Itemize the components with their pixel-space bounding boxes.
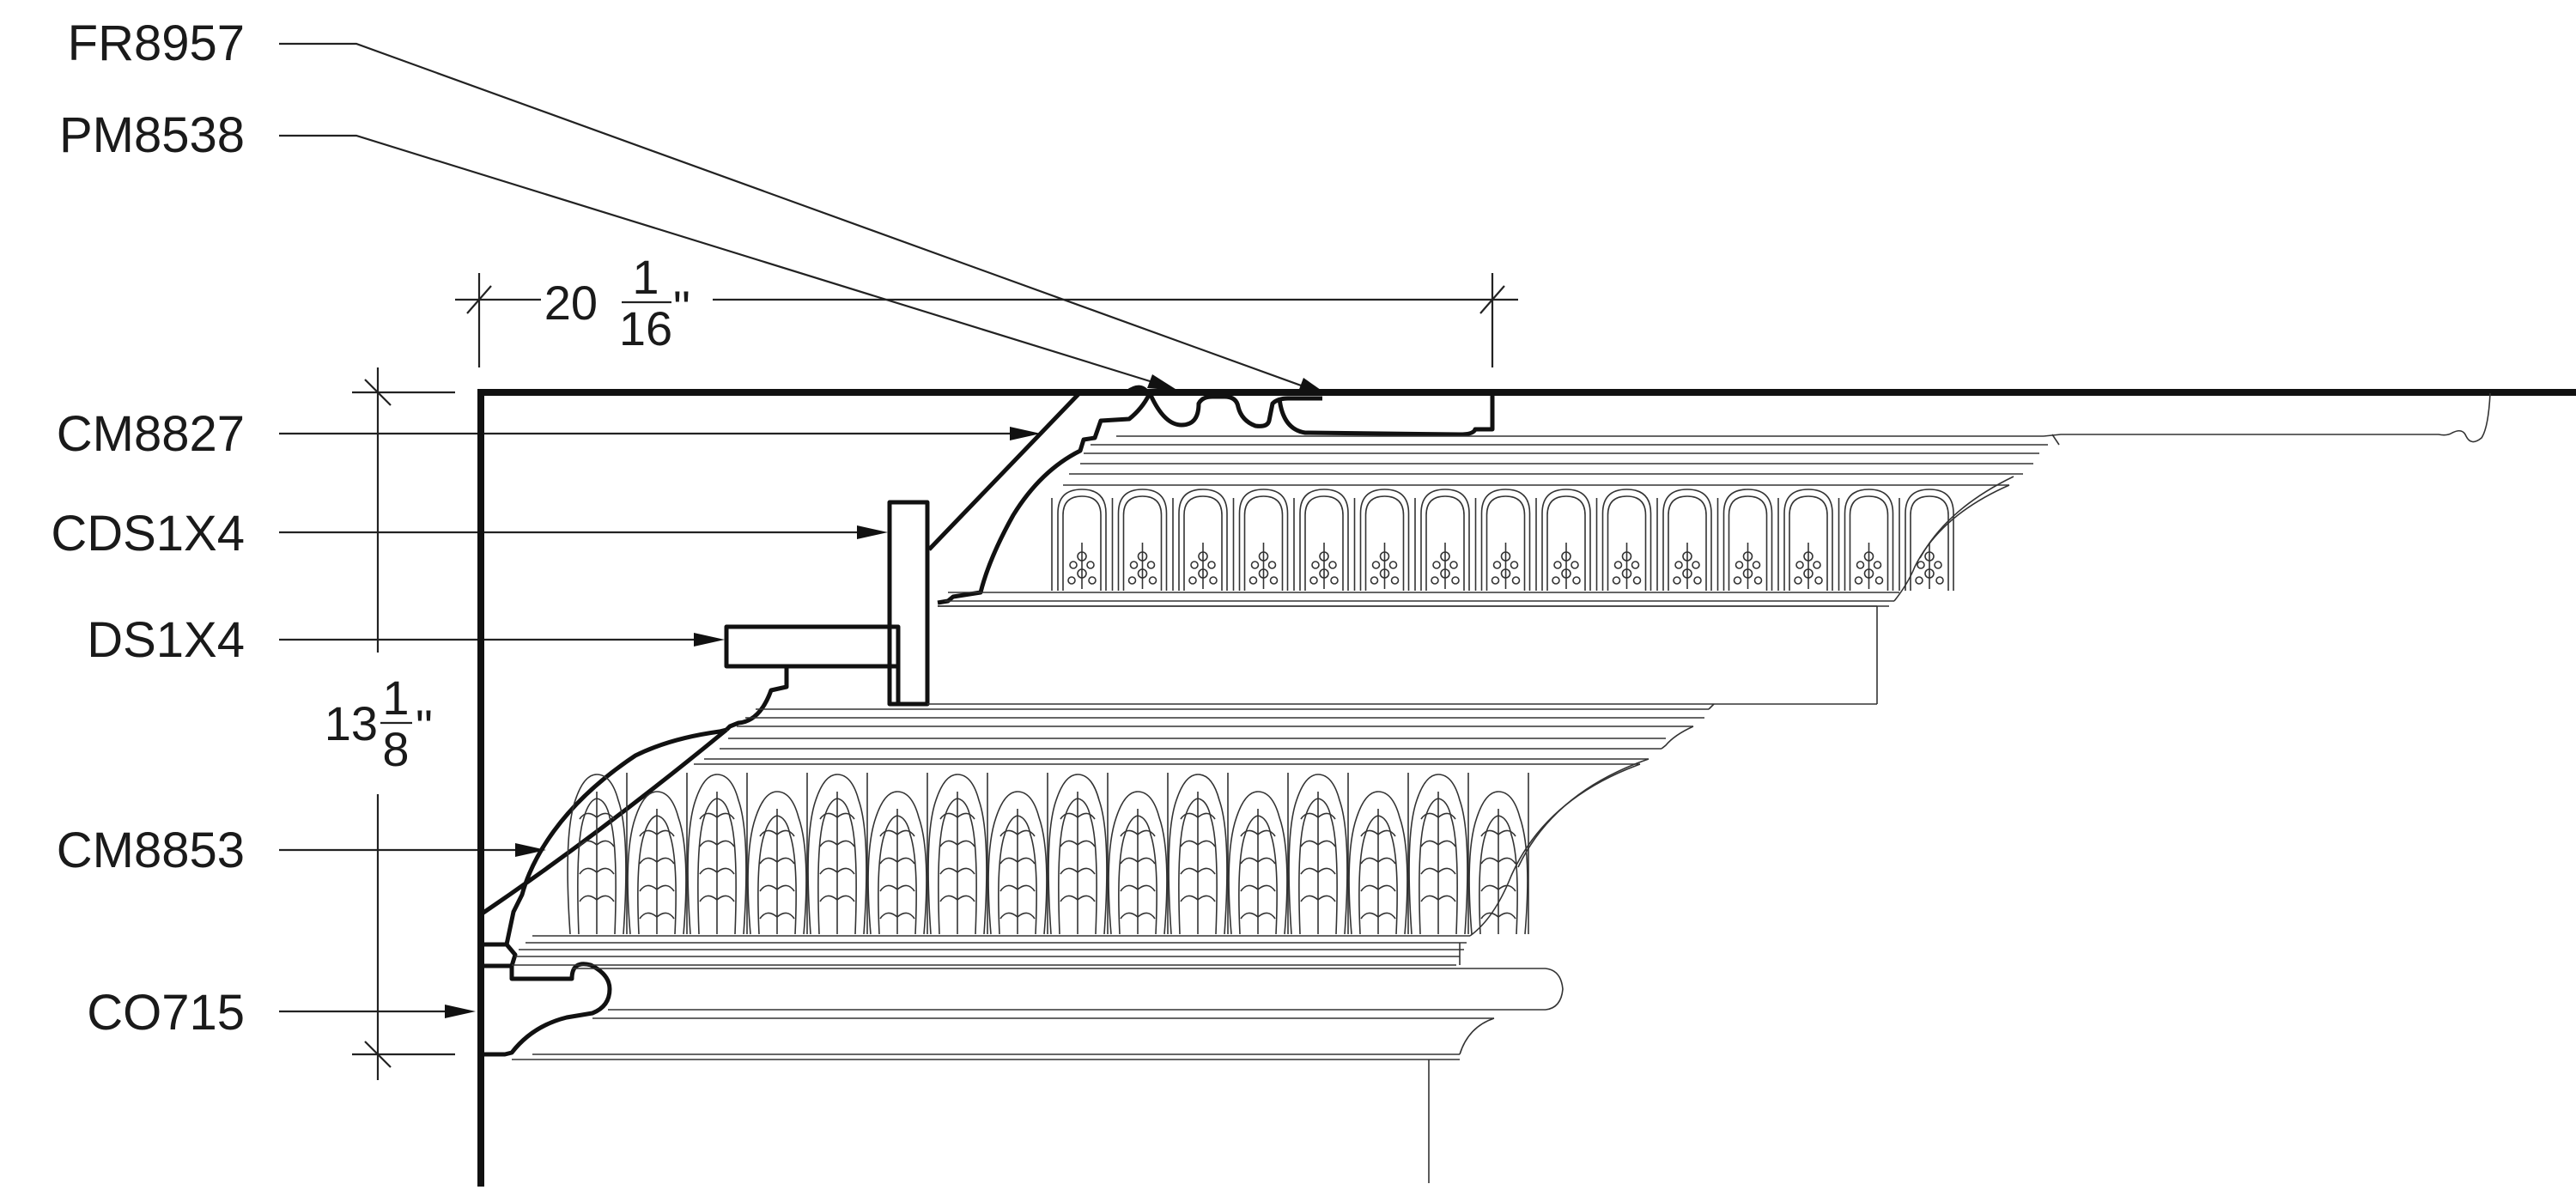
acanthus-leaf — [987, 773, 1048, 935]
elevation-mid-band — [694, 605, 1878, 765]
profile-pm8538 — [1148, 393, 1322, 428]
tick-left — [466, 285, 492, 314]
acanthus-leaf — [627, 773, 688, 935]
dim-height-whole: 13 — [325, 696, 378, 750]
arrowhead-cm8853 — [515, 843, 546, 857]
part-labels: FR8957 PM8538 CM8827 CDS1X4 DS1X4 CM8853… — [51, 15, 245, 1041]
leader-lines — [279, 42, 1329, 1018]
arch-panel — [1293, 489, 1349, 591]
arch-panel — [1414, 489, 1470, 591]
arrowhead-co715 — [445, 1005, 476, 1018]
acanthus-cove — [1469, 763, 1641, 937]
profile-cm8827 — [927, 385, 1151, 605]
wall-and-ceiling — [477, 389, 2576, 1187]
elevation-lower-crown — [512, 758, 1649, 966]
tick-bottom — [364, 1041, 392, 1068]
tick-right — [1479, 285, 1505, 314]
profile-co715 — [481, 962, 612, 1057]
profile-ds1x4-base — [725, 666, 927, 732]
dim-projection-whole: 20 — [544, 276, 598, 330]
dim-height-unit: " — [416, 700, 433, 754]
cove-curve — [1459, 1017, 1495, 1055]
arch-panel — [1051, 489, 1107, 591]
leader-fr8957 — [279, 42, 1323, 395]
acanthus-leaf — [1048, 773, 1109, 935]
dimension-projection: 20 1 16 " — [455, 250, 1518, 367]
profile-sections — [479, 385, 1495, 1057]
arch-panel — [1535, 489, 1591, 591]
acanthus-leaf — [1228, 773, 1289, 935]
acanthus-cove-inner — [1517, 758, 1649, 868]
arrowhead-cds1x4 — [857, 525, 888, 539]
acanthus-leaf — [1408, 773, 1469, 935]
dimension-height: 13 1 8 " — [325, 367, 455, 1080]
label-ds1x4: DS1X4 — [87, 612, 245, 668]
acanthus-leaf — [687, 773, 748, 935]
leader-pm8538 — [279, 134, 1173, 390]
label-cm8827: CM8827 — [57, 406, 245, 462]
frieze-profile-right — [2043, 392, 2491, 443]
arrowhead-cm8827 — [1010, 427, 1041, 440]
wall-line — [477, 389, 1084, 1187]
label-cm8853: CM8853 — [57, 823, 245, 878]
dim-height-numerator: 1 — [382, 671, 409, 725]
label-cds1x4: CDS1X4 — [51, 506, 245, 562]
acanthus-leaf — [1108, 773, 1169, 935]
label-fr8957: FR8957 — [68, 15, 245, 71]
acanthus-leaf — [1288, 773, 1349, 935]
arch-panel — [1474, 489, 1531, 591]
arch-panel — [1899, 489, 1954, 591]
acanthus-leaf — [1168, 773, 1229, 935]
acanthus-leaf — [747, 773, 808, 935]
arrowhead-pm8538 — [1147, 374, 1178, 391]
acanthus-leaf — [567, 773, 628, 935]
profile-cm8853 — [479, 727, 728, 947]
dim-projection-denominator: 16 — [619, 301, 672, 355]
egg-and-dart-ornament — [1051, 489, 1954, 591]
arch-panel — [1777, 489, 1833, 591]
arch-panel — [1111, 489, 1168, 591]
egg-band-cove-inner — [1919, 476, 2014, 559]
lower-fillet-cap — [1661, 703, 1715, 750]
acanthus-leaf — [867, 773, 928, 935]
elevation-cove — [512, 968, 1564, 1183]
arch-panel — [1716, 489, 1773, 591]
frieze-band-right — [2051, 434, 2060, 446]
arch-panel — [1838, 489, 1894, 591]
dim-height-denominator: 8 — [382, 722, 409, 776]
arch-panel — [1656, 489, 1712, 591]
tick-top — [364, 379, 392, 406]
acanthus-leaf-ornament — [567, 773, 1529, 935]
acanthus-leaf — [807, 773, 868, 935]
dim-projection-numerator: 1 — [632, 250, 659, 304]
elevation-upper-crown — [938, 392, 2491, 607]
profile-fr8957 — [1277, 392, 1495, 437]
arch-panel — [1172, 489, 1228, 591]
profile-connector — [505, 943, 518, 967]
acanthus-leaf — [1348, 773, 1409, 935]
arch-panel — [1353, 489, 1410, 591]
arch-panel — [1232, 489, 1289, 591]
label-pm8538: PM8538 — [59, 107, 245, 163]
acanthus-leaf — [1468, 773, 1529, 935]
dim-projection-unit: " — [673, 281, 690, 335]
acanthus-leaf — [927, 773, 988, 935]
profile-cds1x4 — [887, 500, 930, 707]
label-co715: CO715 — [87, 985, 245, 1041]
cove-roundover — [1545, 968, 1564, 1011]
arrowhead-ds1x4 — [694, 633, 725, 647]
profile-ds1x4 — [724, 624, 901, 669]
arch-panel — [1595, 489, 1652, 591]
